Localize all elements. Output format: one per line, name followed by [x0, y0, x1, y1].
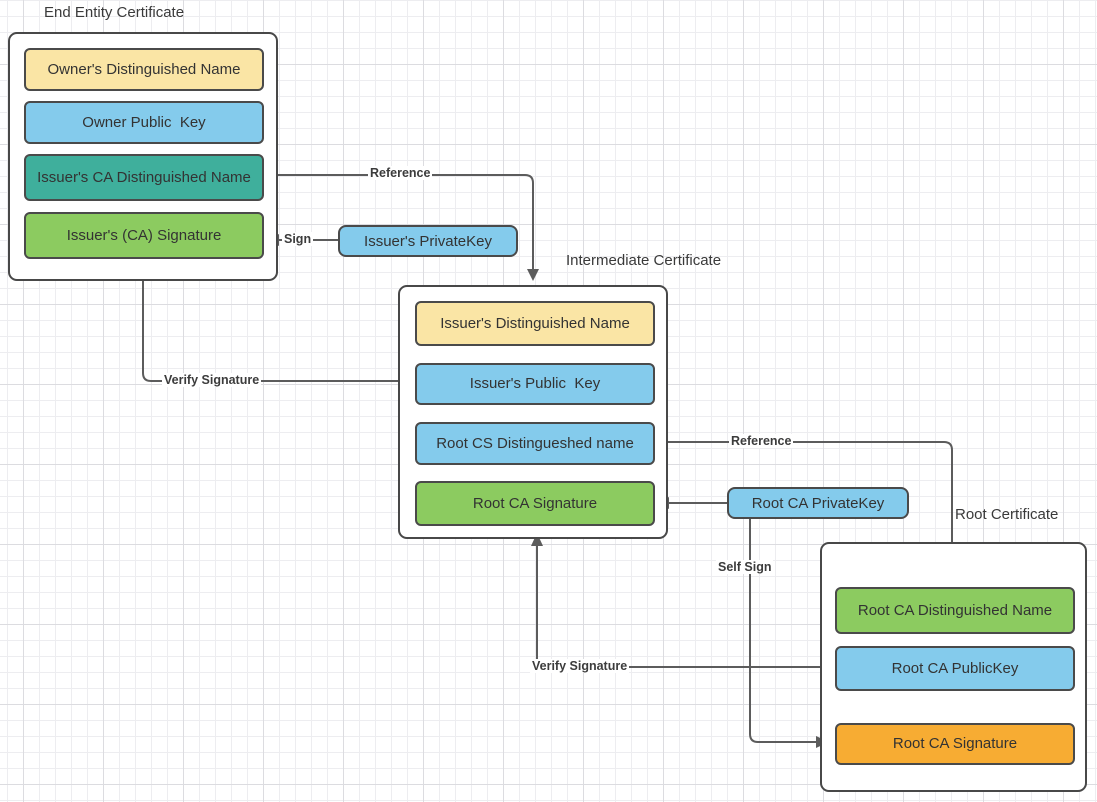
verify-signature-label-1: Verify Signature [162, 373, 262, 387]
field-owners-distinguished-name: Owner's Distinguished Name [24, 48, 264, 91]
self-sign-label: Self Sign [716, 560, 774, 574]
field-issuers-ca-signature: Issuer's (CA) Signature [24, 212, 264, 259]
field-issuers-public-key: Issuer's Public Key [415, 363, 655, 405]
field-root-ca-distinguished-name: Root CA Distinguished Name [835, 587, 1075, 634]
field-owner-public-key: Owner Public Key [24, 101, 264, 144]
reference-label-1: Reference [368, 166, 433, 180]
field-issuers-distinguished-name: Issuer's Distinguished Name [415, 301, 655, 346]
intermediate-certificate-title: Intermediate Certificate [566, 252, 722, 269]
field-root-ca-signature-root: Root CA Signature [835, 723, 1075, 765]
reference-label-2: Reference [729, 434, 794, 448]
verify-signature-arrow-2 [531, 533, 833, 668]
sign-label: Sign [282, 232, 314, 246]
issuers-private-key-box: Issuer's PrivateKey [338, 225, 518, 257]
reference-arrow-1 [264, 174, 539, 281]
self-sign-arrow [749, 519, 829, 748]
end-entity-certificate-title: End Entity Certificate [44, 4, 185, 21]
field-root-ca-publickey: Root CA PublicKey [835, 646, 1075, 691]
root-certificate-group: Root CA Distinguished Name Root CA Publi… [820, 542, 1087, 792]
field-issuers-ca-distinguished-name: Issuer's CA Distinguished Name [24, 154, 264, 201]
intermediate-certificate-group: Issuer's Distinguished Name Issuer's Pub… [398, 285, 668, 539]
end-entity-certificate-group: Owner's Distinguished Name Owner Public … [8, 32, 278, 281]
root-certificate-title: Root Certificate [955, 506, 1059, 523]
root-ca-private-key-box: Root CA PrivateKey [727, 487, 909, 519]
verify-signature-label-2: Verify Signature [530, 659, 630, 673]
field-root-ca-signature-intermediate: Root CA Signature [415, 481, 655, 526]
field-root-cs-distingueshed-name: Root CS Distingueshed name [415, 422, 655, 465]
